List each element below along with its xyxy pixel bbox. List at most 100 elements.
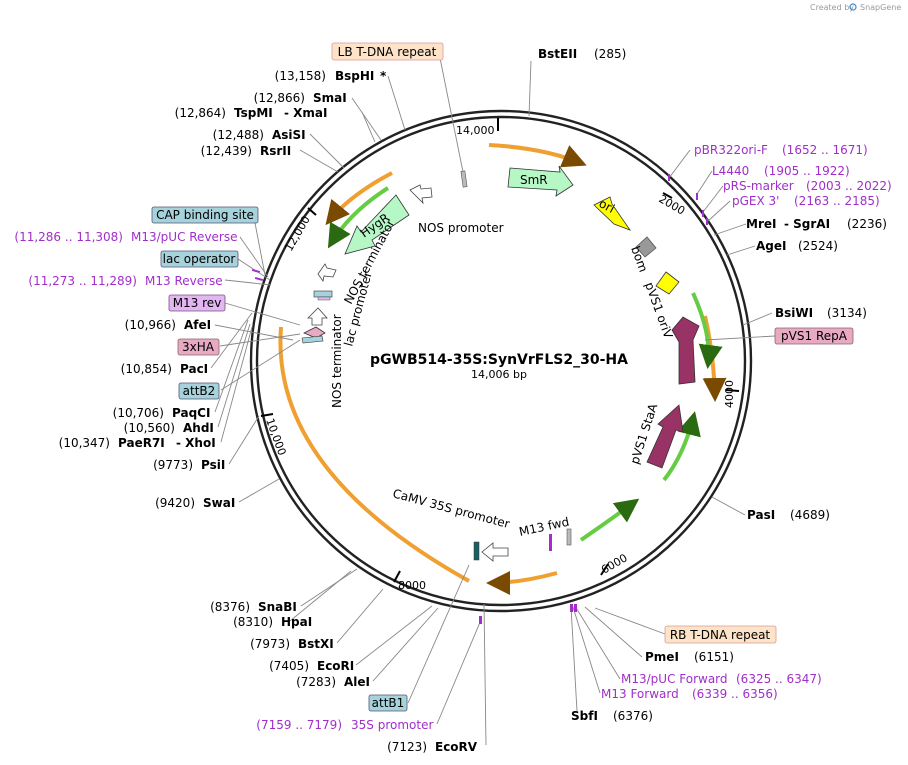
pgex3-position: (2163 .. 2185) [794,194,880,208]
lac-promoter-arrow [307,307,328,326]
cap-binding-site-tag [151,206,259,224]
agei-label: AgeI [756,239,786,253]
pbr322-ori-f-label: pBR322ori-F [694,143,768,157]
p35s-position: (7159 .. 7179) [256,718,342,732]
bstxi-position: (7973) [250,637,290,651]
psii-position: (9773) [153,458,193,472]
m13-forward-position: (6339 .. 6356) [692,687,778,701]
swai-position: (9420) [155,496,195,510]
paer7i-label: PaeR7I [118,436,165,450]
smai-label: SmaI [313,91,347,105]
sbfi-label: SbfI [571,709,598,723]
prs-marker-label: pRS-marker [723,179,794,193]
orf-arrow-top [488,143,587,168]
tick-4000: 4000 [723,380,736,408]
attb2-label: attB2 [183,384,216,398]
tick-8000: 8000 [398,579,426,592]
orf-arrow-bottom [486,570,558,595]
lac-operator-tag [160,250,239,268]
orf-arrow-left-long [278,326,470,583]
sgrai-label: - SgrAI [784,217,830,231]
lac-operator-box [313,290,333,298]
bsphi-star: * [380,69,387,83]
snapgene-credit: Created by SnapGene [810,3,901,12]
bsphi-position: (13,158) [275,69,326,83]
asisi-position: (12,488) [213,128,264,142]
ori-label: ori [597,196,617,216]
attb2-feature [301,335,324,344]
ha3x-label: 3xHA [182,340,215,354]
orf-arrows [278,143,727,595]
l4440-position: (1905 .. 1922) [764,164,850,178]
rsrii-label: RsrII [260,144,291,158]
ecorv-label: EcoRV [435,740,478,754]
green-arrow-upper-left [327,186,390,249]
bsiwi-position: (3134) [827,306,867,320]
m13-rev-tag [168,294,226,312]
credit-brand: SnapGene [860,3,901,12]
pbr322-ori-f-position: (1652 .. 1671) [782,143,868,157]
nos-promoter-arrow [409,184,433,205]
tick-6000: 6000 [599,551,630,576]
smr-feature [507,165,574,197]
paci-label: PacI [180,362,208,376]
pvs1-staa-feature [646,404,684,469]
alei-label: AleI [344,675,370,689]
mrei-label: MreI [746,217,776,231]
l4440-label: L4440 [712,164,749,178]
m13puc-reverse-label: M13/pUC Reverse [131,230,238,244]
ha3x-feature [303,326,326,339]
credit-text: Created by [810,3,854,12]
bsteii-label: BstEII [538,47,577,61]
xhoi-label: - XhoI [176,436,216,450]
bsphi-label: BspHI [335,69,374,83]
bsiwi-label: BsiWI [775,306,813,320]
paer7i-position: (10,347) [59,436,110,450]
pasi-position: (4689) [790,508,830,522]
m13puc-reverse-position: (11,286 .. 11,308) [14,230,123,244]
sbfi-position: (6376) [613,709,653,723]
rb-mark [566,528,572,546]
tick-2000: 2000 [657,192,688,217]
attb1-mark [473,541,480,561]
alei-position: (7283) [296,675,336,689]
psii-label: PsiI [201,458,225,472]
m13-fwd-label: M13 fwd [518,515,571,539]
pmei-position: (6151) [694,650,734,664]
rb-tdna-repeat-label: RB T-DNA repeat [670,628,771,642]
green-arrow-bottom [579,498,640,542]
paci-position: (10,854) [121,362,172,376]
ahdi-position: (10,560) [124,421,175,435]
ecori-position: (7405) [269,659,309,673]
asisi-label: AsiSI [272,128,306,142]
camv-35s-arrow [481,542,509,562]
plasmid-size: 14,006 bp [471,368,527,381]
hpai-position: (8310) [233,615,273,629]
pgex3-label: pGEX 3' [732,194,779,208]
prs-marker-position: (2003 .. 2022) [806,179,892,193]
afei-label: AfeI [184,318,211,332]
smai-position: (12,866) [254,91,305,105]
hygr-feature [344,194,410,255]
pmei-label: PmeI [645,650,679,664]
m13puc-forward-label: M13/pUC Forward [621,672,728,686]
sgrai-position: (2236) [847,217,887,231]
green-orf-arrows [327,186,723,542]
cap-binding-site-label: CAP binding site [156,208,254,222]
rb-tdna-repeat-tag [664,625,777,644]
p35s-label: 35S promoter [351,718,433,732]
nos-promoter-mark [460,170,468,188]
snapgene-logo-icon [849,3,857,11]
bom-feature [635,236,657,258]
hpai-label: HpaI [281,615,312,629]
m13-reverse-label: M13 Reverse [145,274,223,288]
agei-position: (2524) [798,239,838,253]
nos-promoter-label: NOS promoter [418,221,504,235]
backbone-inner [255,115,747,607]
plasmid-name: pGWB514-35S:SynVrFLS2_30-HA [370,352,628,368]
pvs1-repa-feature [671,316,700,385]
pvs1-repa-tag [774,327,854,345]
nos-terminator-top-arrow [317,263,337,282]
afei-position: (10,966) [125,318,176,332]
